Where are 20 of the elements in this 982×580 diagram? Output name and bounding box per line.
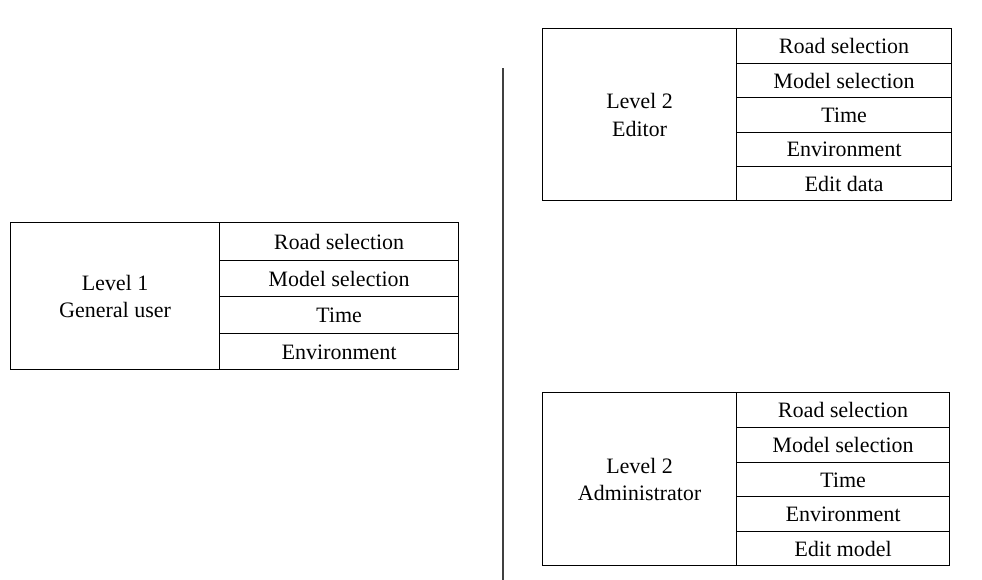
level-label: Level 1 General user — [11, 223, 219, 369]
permission-cell: Environment — [736, 496, 949, 531]
permission-cell: Road selection — [219, 223, 458, 260]
permission-cell: Road selection — [736, 29, 951, 64]
permission-cell: Time — [736, 97, 951, 132]
permission-cell: Model selection — [219, 260, 458, 296]
level-label: Level 2 Editor — [543, 29, 736, 200]
permission-cell: Model selection — [736, 427, 949, 462]
level-label: Level 2 Administrator — [543, 393, 736, 565]
permission-cell: Edit data — [736, 166, 951, 200]
permission-cell: Model selection — [736, 63, 951, 98]
table-frame — [542, 392, 950, 566]
table-frame — [542, 28, 952, 201]
permission-cell: Time — [219, 296, 458, 332]
permission-cell: Edit model — [736, 530, 949, 565]
permission-cell: Environment — [219, 332, 458, 369]
table-frame — [10, 222, 459, 370]
permission-cell: Time — [736, 462, 949, 496]
permission-cell: Environment — [736, 132, 951, 166]
permission-cell: Road selection — [736, 393, 949, 428]
